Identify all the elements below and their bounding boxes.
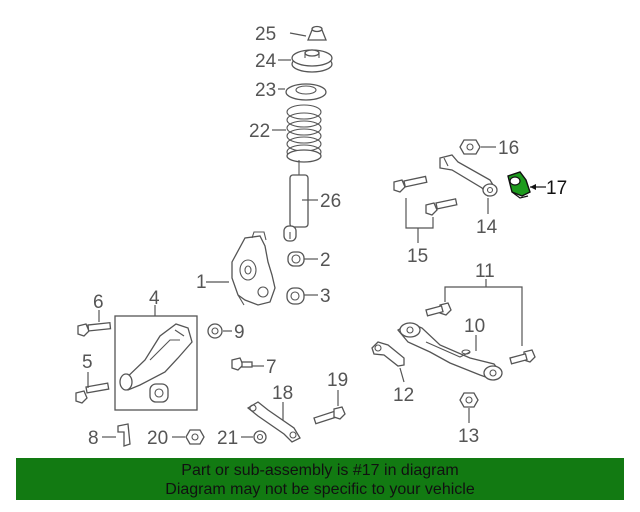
part-26-shock[interactable] [283, 160, 309, 242]
callout-7: 7 [266, 357, 277, 378]
callout-22: 22 [249, 121, 270, 142]
part-3-bushing[interactable] [286, 287, 305, 305]
part-10-control-arm[interactable] [397, 322, 503, 381]
parts-diagram: 25 24 23 22 26 2 [75, 24, 567, 449]
part-19-bolt[interactable] [313, 406, 346, 425]
callout-9: 9 [234, 322, 245, 343]
callout-14: 14 [476, 217, 498, 238]
part-7-bolt[interactable] [231, 357, 253, 371]
banner-line-1: Part or sub-assembly is #17 in diagram [181, 462, 459, 479]
callout-25: 25 [255, 24, 276, 45]
part-14-link[interactable] [439, 154, 498, 197]
part-11-bolt-b[interactable] [509, 349, 536, 365]
part-22-coil-spring[interactable] [286, 104, 322, 163]
part-21-washer[interactable] [253, 430, 267, 444]
callout-13: 13 [458, 426, 479, 447]
banner-line-2: Diagram may not be specific to your vehi… [165, 481, 475, 498]
callout-18: 18 [272, 383, 293, 404]
part-13-nut[interactable] [459, 392, 479, 408]
part-8-clip[interactable] [117, 423, 131, 447]
callout-17: 17 [546, 178, 567, 199]
part-17-highlighted[interactable] [507, 171, 531, 199]
callout-21: 21 [217, 428, 238, 449]
callout-12: 12 [393, 385, 414, 406]
callout-24: 24 [255, 51, 277, 72]
part-9-washer[interactable] [207, 323, 223, 339]
part-24-upper-mount[interactable] [291, 49, 333, 73]
callout-2: 2 [320, 250, 331, 271]
part-1-knuckle[interactable] [231, 231, 276, 306]
callout-1: 1 [196, 272, 207, 293]
callout-10: 10 [464, 316, 485, 337]
part-5-bolt[interactable] [75, 382, 110, 404]
part-18-link[interactable] [246, 401, 301, 443]
callout-23: 23 [255, 80, 276, 101]
part-11-bolt-a[interactable] [425, 302, 452, 317]
part-20-nut[interactable] [185, 429, 205, 445]
callout-6: 6 [93, 292, 104, 313]
callout-20: 20 [147, 428, 168, 449]
part-12-link[interactable] [371, 341, 405, 367]
part-25-bump-cap[interactable] [307, 25, 327, 41]
callout-26: 26 [320, 191, 341, 212]
part-15-bolt-b[interactable] [425, 198, 458, 216]
part-2-bushing[interactable] [287, 251, 305, 267]
part-16-nut[interactable] [459, 139, 481, 155]
callout-15: 15 [407, 246, 428, 267]
part-4-trailing-arm[interactable] [119, 323, 193, 403]
callout-8: 8 [88, 428, 99, 449]
callout-19: 19 [327, 370, 348, 391]
callout-4: 4 [149, 288, 160, 309]
callout-16: 16 [498, 138, 519, 159]
part-15-bolt-a[interactable] [393, 175, 428, 193]
callout-5: 5 [82, 352, 93, 373]
callout-11: 11 [475, 261, 495, 282]
part-6-bolt[interactable] [77, 321, 112, 337]
info-banner: Part or sub-assembly is #17 in diagram D… [16, 458, 624, 500]
callout-3: 3 [320, 286, 331, 307]
part-23-insulator[interactable] [285, 83, 327, 101]
